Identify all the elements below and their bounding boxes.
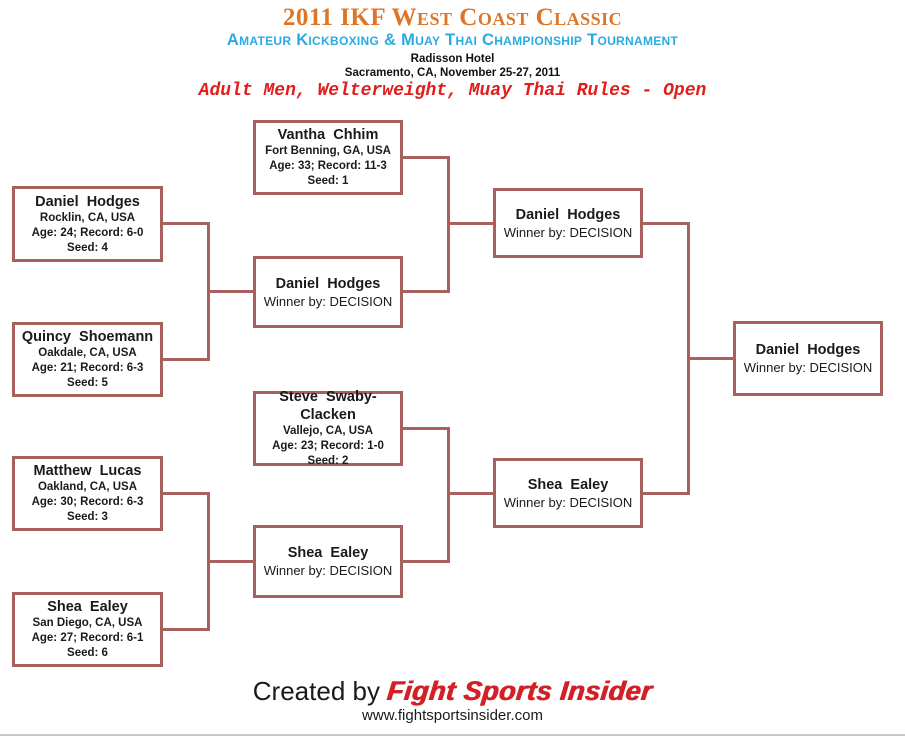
bracket-box-semi-bottom-winner: Shea Ealey Winner by: DECISION xyxy=(493,458,643,528)
venue-text: Radisson Hotel xyxy=(410,53,495,65)
fighter-seed: Seed: 6 xyxy=(67,647,108,659)
fighter-seed: Seed: 3 xyxy=(67,511,108,523)
page-subtitle: Amateur Kickboxing & Muay Thai Champions… xyxy=(226,31,679,49)
connector-line xyxy=(163,358,210,361)
fighter-name: Quincy Shoemann xyxy=(21,329,154,345)
bottom-edge-divider xyxy=(0,734,905,736)
fighter-record: Age: 24; Record: 6-0 xyxy=(31,226,144,239)
connector-line xyxy=(447,427,450,563)
created-by-line: Created by Fight Sports Insider xyxy=(0,676,905,706)
connector-line xyxy=(403,427,450,430)
website-text: www.fightsportsinsider.com xyxy=(362,707,543,724)
fighter-name: Daniel Hodges xyxy=(35,193,140,210)
fighter-name: Shea Ealey xyxy=(47,599,128,615)
fighter-seed: Seed: 4 xyxy=(67,241,108,254)
connector-line xyxy=(687,357,733,360)
bracket-box-swaby-entry: Steve Swaby-Clacken Vallejo, CA, USA Age… xyxy=(253,389,403,467)
connector-line xyxy=(403,156,450,159)
winner-name: Daniel Hodges xyxy=(275,275,381,292)
fighter-record: Age: 21; Record: 6-3 xyxy=(31,362,144,374)
fighter-location: Oakland, CA, USA xyxy=(37,481,138,493)
bracket-box-shoemann-entry: Quincy Shoemann Oakdale, CA, USA Age: 21… xyxy=(12,322,163,397)
fighter-seed: Seed: 2 xyxy=(307,455,349,467)
division-title: Adult Men, Welterweight, Muay Thai Rules… xyxy=(198,81,707,101)
fighter-location: Oakdale, CA, USA xyxy=(38,347,137,359)
fighter-record: Age: 27; Record: 6-1 xyxy=(31,632,144,644)
bracket-box-semi-top-winner: Daniel Hodges Winner by: DECISION xyxy=(493,188,643,258)
fighter-name: Steve Swaby-Clacken xyxy=(279,389,377,423)
connector-line xyxy=(643,492,690,495)
connector-line xyxy=(163,492,210,495)
connector-line xyxy=(163,628,210,631)
bracket-box-lucas-entry: Matthew Lucas Oakland, CA, USA Age: 30; … xyxy=(12,456,163,531)
fighter-record: Age: 23; Record: 1-0 xyxy=(272,440,384,452)
winner-name: Daniel Hodges xyxy=(755,342,861,358)
connector-line xyxy=(447,492,493,495)
created-by-text: Created by xyxy=(252,676,388,706)
connector-line xyxy=(207,560,253,563)
winner-name: Daniel Hodges xyxy=(515,206,621,223)
bracket-box-champion: Daniel Hodges Winner by: DECISION xyxy=(733,321,883,396)
page-title: 2011 IKF West Coast Classic xyxy=(282,4,623,31)
connector-line xyxy=(643,222,690,225)
winner-result: Winner by: DECISION xyxy=(503,224,633,240)
winner-result: Winner by: DECISION xyxy=(263,293,393,309)
winner-name: Shea Ealey xyxy=(287,545,369,561)
bracket-box-quarter-bottom-winner: Shea Ealey Winner by: DECISION xyxy=(253,525,403,598)
winner-result: Winner by: DECISION xyxy=(743,360,873,375)
fighter-location: Fort Benning, GA, USA xyxy=(265,145,391,157)
fighter-record: Age: 30; Record: 6-3 xyxy=(31,496,144,508)
fighter-location: Rocklin, CA, USA xyxy=(39,211,136,224)
bracket-box-chhim-entry: Vantha Chhim Fort Benning, GA, USA Age: … xyxy=(253,120,403,195)
fighter-location: Vallejo, CA, USA xyxy=(282,425,374,437)
footer: Created by Fight Sports Insider www.figh… xyxy=(0,676,905,725)
connector-line xyxy=(163,222,210,225)
bracket-box-ealey-entry: Shea Ealey San Diego, CA, USA Age: 27; R… xyxy=(12,592,163,667)
header: 2011 IKF West Coast Classic Amateur Kick… xyxy=(0,0,905,102)
connector-line xyxy=(403,290,450,293)
fighter-seed: Seed: 5 xyxy=(67,377,108,389)
fighter-record: Age: 33; Record: 11-3 xyxy=(269,160,387,172)
location-date-text: Sacramento, CA, November 25-27, 2011 xyxy=(344,67,561,79)
winner-result: Winner by: DECISION xyxy=(503,494,633,510)
fighter-seed: Seed: 1 xyxy=(307,175,349,187)
connector-line xyxy=(447,222,493,225)
bracket-box-quarter-top-winner: Daniel Hodges Winner by: DECISION xyxy=(253,256,403,328)
fighter-location: San Diego, CA, USA xyxy=(32,617,143,629)
fighter-name: Vantha Chhim xyxy=(277,127,379,143)
winner-result: Winner by: DECISION xyxy=(263,563,393,578)
fight-sports-insider-logo: Fight Sports Insider xyxy=(385,676,654,706)
bracket-box-hodges-entry: Daniel Hodges Rocklin, CA, USA Age: 24; … xyxy=(12,186,163,262)
connector-line xyxy=(207,290,253,293)
winner-name: Shea Ealey xyxy=(527,476,609,493)
connector-line xyxy=(403,560,450,563)
fighter-name: Matthew Lucas xyxy=(33,463,142,479)
